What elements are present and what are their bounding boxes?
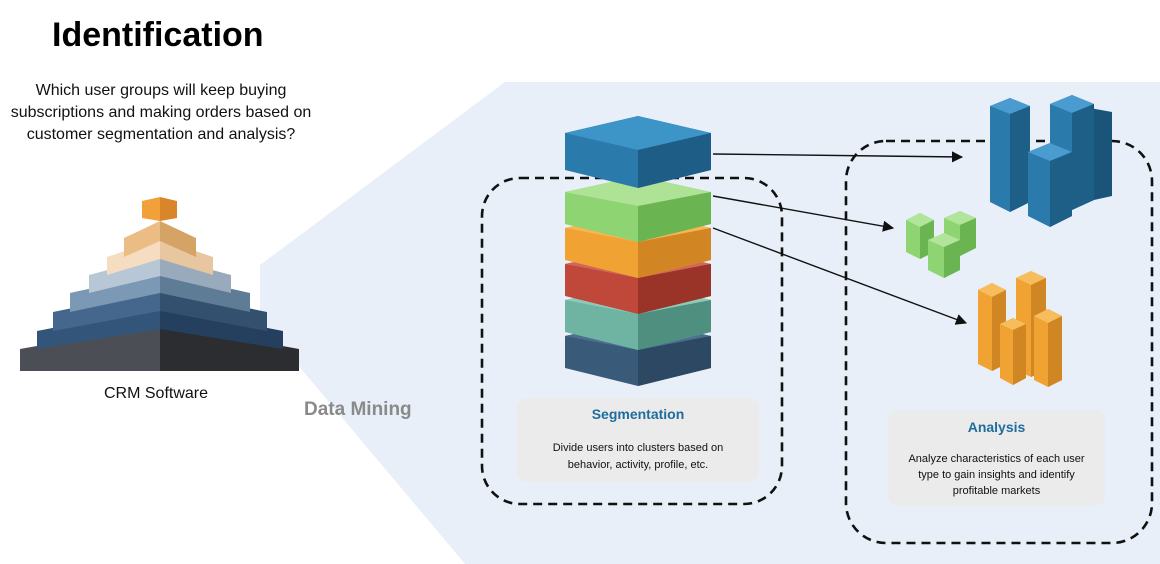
orange-cluster-icon: [978, 271, 1062, 387]
arrow-to-green-cluster: [712, 195, 895, 232]
analysis-title: Analysis: [967, 419, 1026, 435]
analysis-description: Analyze characteristics of each user typ…: [908, 453, 1085, 497]
crm-software-label: CRM Software: [103, 385, 209, 402]
analysis-card: Analysis Analyze characteristics of each…: [888, 410, 1105, 506]
segment-stack-icon: [565, 116, 711, 386]
page-title: Identification: [52, 16, 264, 54]
crm-pyramid-icon: [20, 197, 299, 371]
segment-layer-green: [565, 176, 711, 242]
blue-cluster-icon: [990, 95, 1112, 227]
question-text: Which user groups will keep buying subsc…: [10, 82, 312, 143]
segmentation-description: Divide users into clusters based on beha…: [552, 442, 724, 471]
data-mining-label: Data Mining: [304, 399, 412, 420]
segment-layer-blue: [565, 116, 711, 188]
segmentation-card: Segmentation Divide users into clusters …: [517, 398, 759, 482]
segmentation-title: Segmentation: [591, 406, 685, 422]
green-cluster-icon: [906, 211, 976, 278]
arrow-to-blue-cluster: [712, 151, 964, 163]
arrow-to-orange-cluster: [712, 227, 968, 325]
